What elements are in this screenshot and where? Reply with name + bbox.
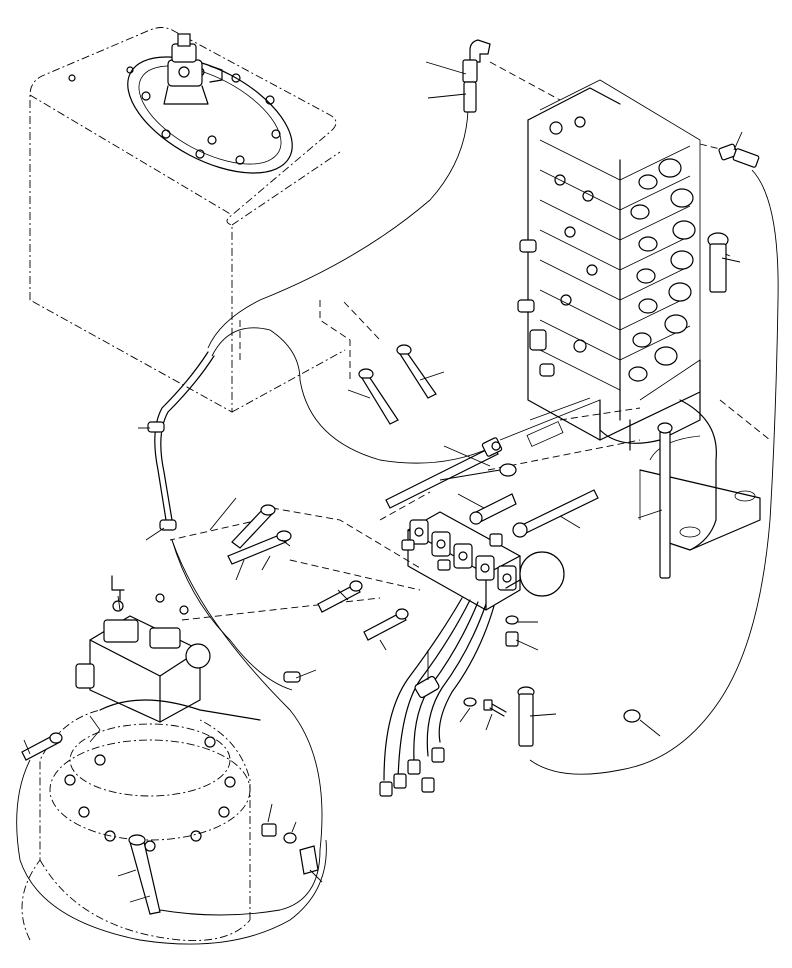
harness-bolt-washer: [463, 697, 507, 717]
tank-breather-assembly: [163, 33, 223, 105]
swing-motor-valve-head: [75, 575, 211, 723]
valve-mount-bracket: [499, 391, 701, 451]
tank-cover-plate: [68, 56, 293, 174]
long-tube-right: [512, 489, 599, 538]
harness-connectors: [379, 747, 445, 797]
hose-clamp-center-lower: [283, 671, 301, 683]
fitting-valve-right: [707, 232, 729, 293]
hose-clamp-left-upper: [147, 421, 165, 433]
hydraulic-tank: [29, 27, 346, 413]
solenoid-valve-block: [401, 511, 565, 611]
wiring-harness: [379, 597, 507, 797]
long-tube-fitting: [385, 437, 503, 509]
elbow-fitting-top: [462, 39, 491, 113]
union-ring-right: [623, 709, 641, 723]
callout-leaders: [23, 61, 743, 903]
fitting-bottom-center: [517, 686, 535, 747]
fittings-center-lower: [317, 580, 409, 641]
fitting-bottom-left: [21, 732, 63, 761]
vertical-tube-bottom-left: [128, 834, 161, 915]
valve-spool-sections: [539, 139, 691, 421]
valve-spool-caps: [628, 158, 696, 382]
union-ring-center: [499, 463, 517, 477]
fittings-left-center: [227, 504, 292, 565]
bolt-washer-bottom: [261, 823, 297, 844]
fitting-center-short: [469, 493, 517, 525]
valve-pedestal: [639, 399, 761, 551]
hose-left-upper: [154, 351, 209, 521]
accumulator: [519, 551, 565, 597]
fittings-center-upper: [358, 344, 437, 425]
fittings: [21, 39, 760, 915]
hose-top-return: [207, 109, 469, 349]
bolt-washer-block: [505, 615, 519, 647]
vertical-tube-right: [657, 422, 673, 579]
main-control-valve: [499, 79, 701, 451]
hose-clamp-bottom: [299, 845, 319, 875]
hose-clamp-left-lower: [159, 519, 177, 531]
swing-motor: [21, 575, 261, 941]
solenoid-coils: [409, 519, 517, 591]
valve-left-fittings: [517, 116, 598, 377]
fitting-top-right: [718, 143, 760, 168]
